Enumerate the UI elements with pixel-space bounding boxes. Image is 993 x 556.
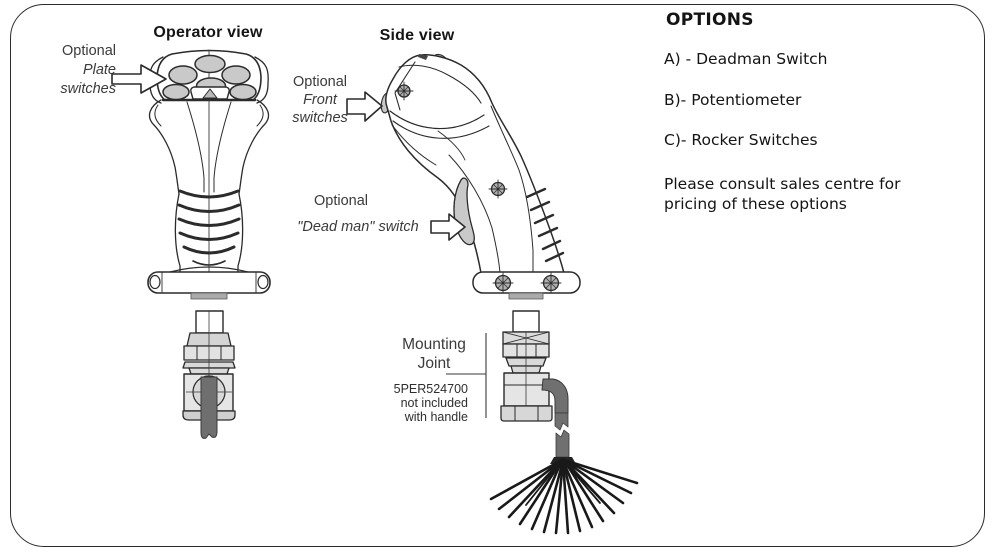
mounting-joint-leader-line: [446, 333, 487, 418]
options-note: Please consult sales centre for pricing …: [664, 175, 901, 213]
operator-view-title: Operator view: [153, 24, 263, 41]
screw-icon: [540, 272, 562, 294]
front-switches-label: Optional Front switches: [281, 73, 359, 127]
plate-switches-label: Optional Plate switches: [38, 42, 116, 99]
option-item-b: B)- Potentiometer: [664, 91, 802, 109]
side-view-title: Side view: [379, 27, 455, 44]
label-line: not included: [400, 396, 468, 410]
label-line: Mounting: [402, 336, 466, 353]
mounting-joint-part-note: 5PER524700 not included with handle: [386, 382, 468, 424]
deadman-label-switch: "Dead man" switch: [297, 219, 419, 235]
plate-switches-arrow-icon: [111, 64, 167, 94]
label-line: switches: [292, 110, 348, 126]
label-line: Optional: [292, 74, 347, 90]
label-line: switches: [60, 81, 116, 97]
label-line: Front: [303, 92, 337, 108]
mounting-joint-label: Mounting Joint: [395, 335, 473, 373]
option-item-a: A) - Deadman Switch: [664, 50, 828, 68]
operator-view-drawing: [147, 49, 271, 300]
screw-icon: [492, 272, 514, 294]
document-border: [10, 4, 985, 547]
label-line: with handle: [404, 410, 468, 424]
wire-fan: [489, 458, 639, 535]
front-switches-arrow-icon: [346, 91, 383, 122]
screw-icon: [394, 81, 414, 101]
label-line: Optional: [61, 43, 116, 59]
operator-mounting-joint-drawing: [182, 310, 236, 439]
part-number: 5PER524700: [393, 382, 468, 396]
label-line: Plate: [82, 62, 116, 78]
screw-icon: [488, 179, 508, 199]
side-mounting-joint-drawing: [489, 310, 639, 535]
option-item-c: C)- Rocker Switches: [664, 131, 818, 149]
side-view-drawing: [380, 53, 581, 300]
deadman-label-optional: Optional: [313, 193, 368, 209]
deadman-switch-arrow-icon: [430, 213, 466, 241]
label-line: Joint: [417, 355, 451, 372]
options-heading: OPTIONS: [666, 10, 754, 30]
